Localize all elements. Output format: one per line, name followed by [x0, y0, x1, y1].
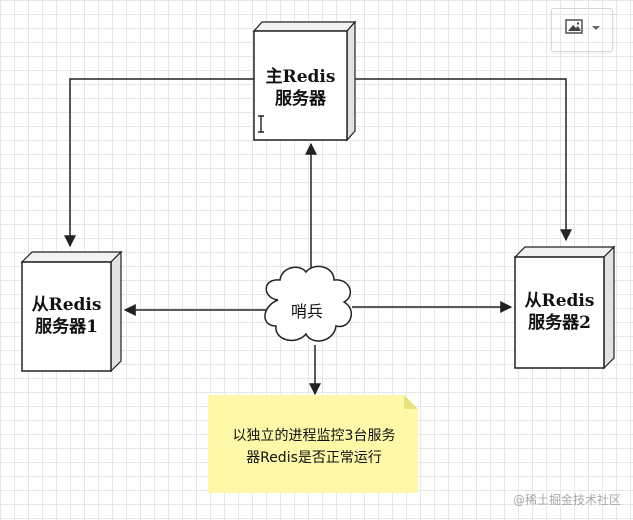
sentinel-label: 哨兵: [291, 302, 324, 321]
slave2-label-line1: 从Redis: [524, 291, 595, 311]
note-line2: 器Redis是否正常运行: [246, 450, 382, 466]
connector-master-slave1: [64, 78, 254, 248]
slave2-node: [513, 245, 616, 370]
master-label-line1: 主Redis: [265, 67, 336, 87]
master-label-line2: 服务器: [275, 89, 326, 109]
slave1-node-label: 从Redis 服务器1: [22, 294, 111, 338]
note-text: 以独立的进程监控3台服务 器Redis是否正常运行: [214, 425, 414, 469]
slave2-node-label: 从Redis 服务器2: [515, 290, 604, 334]
master-node-label: 主Redis 服务器: [254, 66, 347, 110]
note-line1: 以独立的进程监控3台服务: [232, 428, 396, 444]
image-icon: [565, 19, 583, 34]
slave2-label-line2: 服务器2: [528, 313, 591, 333]
master-node: [252, 20, 357, 142]
watermark: @稀土掘金技术社区: [512, 493, 621, 507]
insert-image-button[interactable]: [551, 8, 613, 52]
slave1-label-line1: 从Redis: [31, 295, 102, 315]
connector-master-slave2: [355, 78, 572, 242]
note-box: [208, 395, 418, 493]
slave1-label-line2: 服务器1: [35, 317, 98, 337]
text-cursor-icon: [258, 115, 264, 133]
sentinel-cloud: [264, 265, 353, 342]
dropdown-caret-icon: [592, 26, 600, 30]
slave1-node: [20, 250, 123, 373]
